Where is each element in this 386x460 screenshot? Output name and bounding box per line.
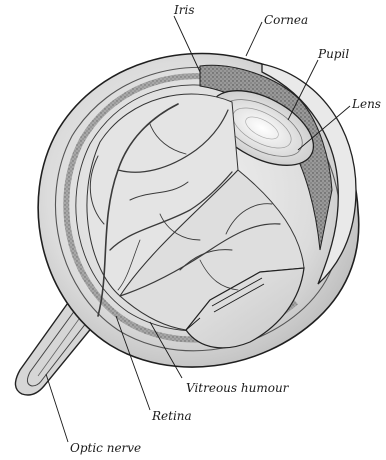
label-optic-nerve: Optic nerve: [70, 441, 141, 455]
label-vitreous-humour: Vitreous humour: [186, 381, 290, 395]
label-pupil: Pupil: [317, 47, 349, 61]
label-cornea: Cornea: [264, 13, 308, 27]
label-iris: Iris: [173, 3, 194, 17]
label-retina: Retina: [151, 409, 192, 423]
label-lens: Lens: [351, 97, 381, 111]
